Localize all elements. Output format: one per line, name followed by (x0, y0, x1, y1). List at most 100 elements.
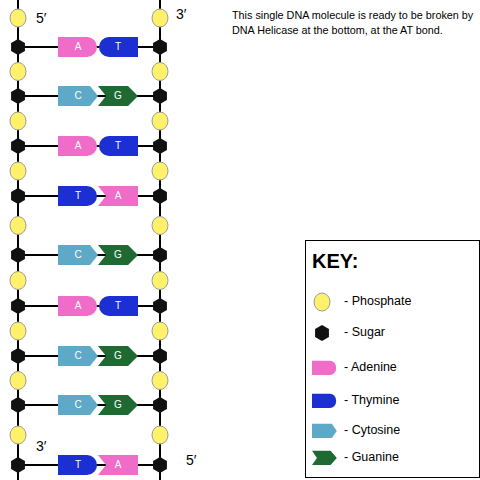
sugar-hexagon (153, 39, 167, 55)
sugar-hexagon (153, 457, 167, 473)
key-title: KEY: (312, 250, 358, 273)
base-shape: C (58, 244, 98, 266)
base-fill (98, 245, 138, 265)
base-shape: A (58, 36, 98, 58)
sugar-hexagon (153, 88, 167, 104)
base-letter: T (58, 185, 98, 207)
base-shape: C (58, 85, 98, 107)
legend-swatch (310, 390, 338, 412)
legend-swatch (310, 322, 338, 344)
base-shape: T (98, 36, 138, 58)
base-fill (58, 296, 97, 316)
base-shape: G (98, 345, 138, 367)
phosphate-circle (10, 272, 26, 290)
phosphate-circle (152, 426, 168, 444)
sugar-hexagon (11, 188, 25, 204)
sugar-hexagon (11, 348, 25, 364)
sugar-hexagon (11, 39, 25, 55)
base-letter: C (58, 394, 98, 416)
legend-swatch (310, 357, 338, 379)
phosphate-circle (152, 372, 168, 390)
base-fill (58, 86, 98, 106)
base-letter: A (58, 135, 98, 157)
sugar-hexagon (153, 138, 167, 154)
strand-end: 3′ (36, 438, 46, 454)
base-fill (98, 186, 138, 206)
base-letter: C (58, 345, 98, 367)
base-fill (98, 86, 138, 106)
phosphate-circle (10, 9, 26, 27)
base-fill (58, 395, 98, 415)
legend-text: - Phosphate (344, 294, 411, 308)
legend-text: - Cytosine (344, 423, 400, 437)
base-letter: A (98, 185, 138, 207)
base-shape: G (98, 85, 138, 107)
base-shape: C (58, 345, 98, 367)
base-fill (98, 395, 138, 415)
base-shape: G (98, 244, 138, 266)
key-box (305, 240, 480, 478)
base-fill (99, 296, 138, 316)
legend-swatch (310, 291, 338, 313)
phosphate-circle (10, 426, 26, 444)
base-shape: A (98, 454, 138, 476)
phosphate-circle (152, 63, 168, 81)
sugar-hexagon (153, 348, 167, 364)
legend-text: - Thymine (344, 393, 399, 407)
base-letter: G (98, 244, 138, 266)
base-shape: T (98, 295, 138, 317)
base-letter: A (98, 454, 138, 476)
base-letter: G (98, 85, 138, 107)
phosphate-circle (10, 162, 26, 180)
base-fill (58, 455, 97, 475)
phosphate-circle (10, 217, 26, 235)
base-fill (58, 37, 97, 57)
base-letter: T (98, 135, 138, 157)
sugar-hexagon (11, 88, 25, 104)
base-letter: G (98, 394, 138, 416)
base-letter: T (58, 454, 98, 476)
base-letter: A (58, 295, 98, 317)
phosphate-circle (152, 272, 168, 290)
legend-swatch (310, 447, 338, 469)
sugar-hexagon (153, 397, 167, 413)
sugar-hexagon (11, 298, 25, 314)
base-fill (99, 136, 138, 156)
phosphate-circle (10, 63, 26, 81)
base-shape: G (98, 394, 138, 416)
base-shape: A (98, 185, 138, 207)
base-letter: C (58, 244, 98, 266)
base-fill (58, 136, 97, 156)
legend-text: - Guanine (344, 450, 399, 464)
sugar-hexagon (153, 188, 167, 204)
phosphate-circle (10, 372, 26, 390)
phosphate-circle (152, 322, 168, 340)
base-letter: G (98, 345, 138, 367)
base-letter: T (98, 36, 138, 58)
phosphate-circle (10, 112, 26, 130)
base-shape: C (58, 394, 98, 416)
sugar-hexagon (11, 457, 25, 473)
base-fill (58, 186, 97, 206)
sugar-hexagon (11, 247, 25, 263)
base-shape: A (58, 135, 98, 157)
base-letter: A (58, 36, 98, 58)
sugar-hexagon (11, 397, 25, 413)
base-letter: C (58, 85, 98, 107)
base-fill (98, 455, 138, 475)
legend-swatch (310, 420, 338, 442)
sugar-hexagon (11, 138, 25, 154)
sugar-hexagon (153, 298, 167, 314)
sugar-hexagon (153, 247, 167, 263)
strand-end: 3′ (176, 6, 186, 22)
strand-end: 5′ (36, 10, 46, 26)
phosphate-circle (152, 112, 168, 130)
base-fill (58, 245, 98, 265)
base-shape: T (58, 185, 98, 207)
phosphate-circle (152, 162, 168, 180)
phosphate-circle (152, 217, 168, 235)
legend-text: - Adenine (344, 360, 397, 374)
phosphate-circle (10, 322, 26, 340)
base-fill (58, 346, 98, 366)
note-text: This single DNA molecule is ready to be … (232, 8, 480, 38)
